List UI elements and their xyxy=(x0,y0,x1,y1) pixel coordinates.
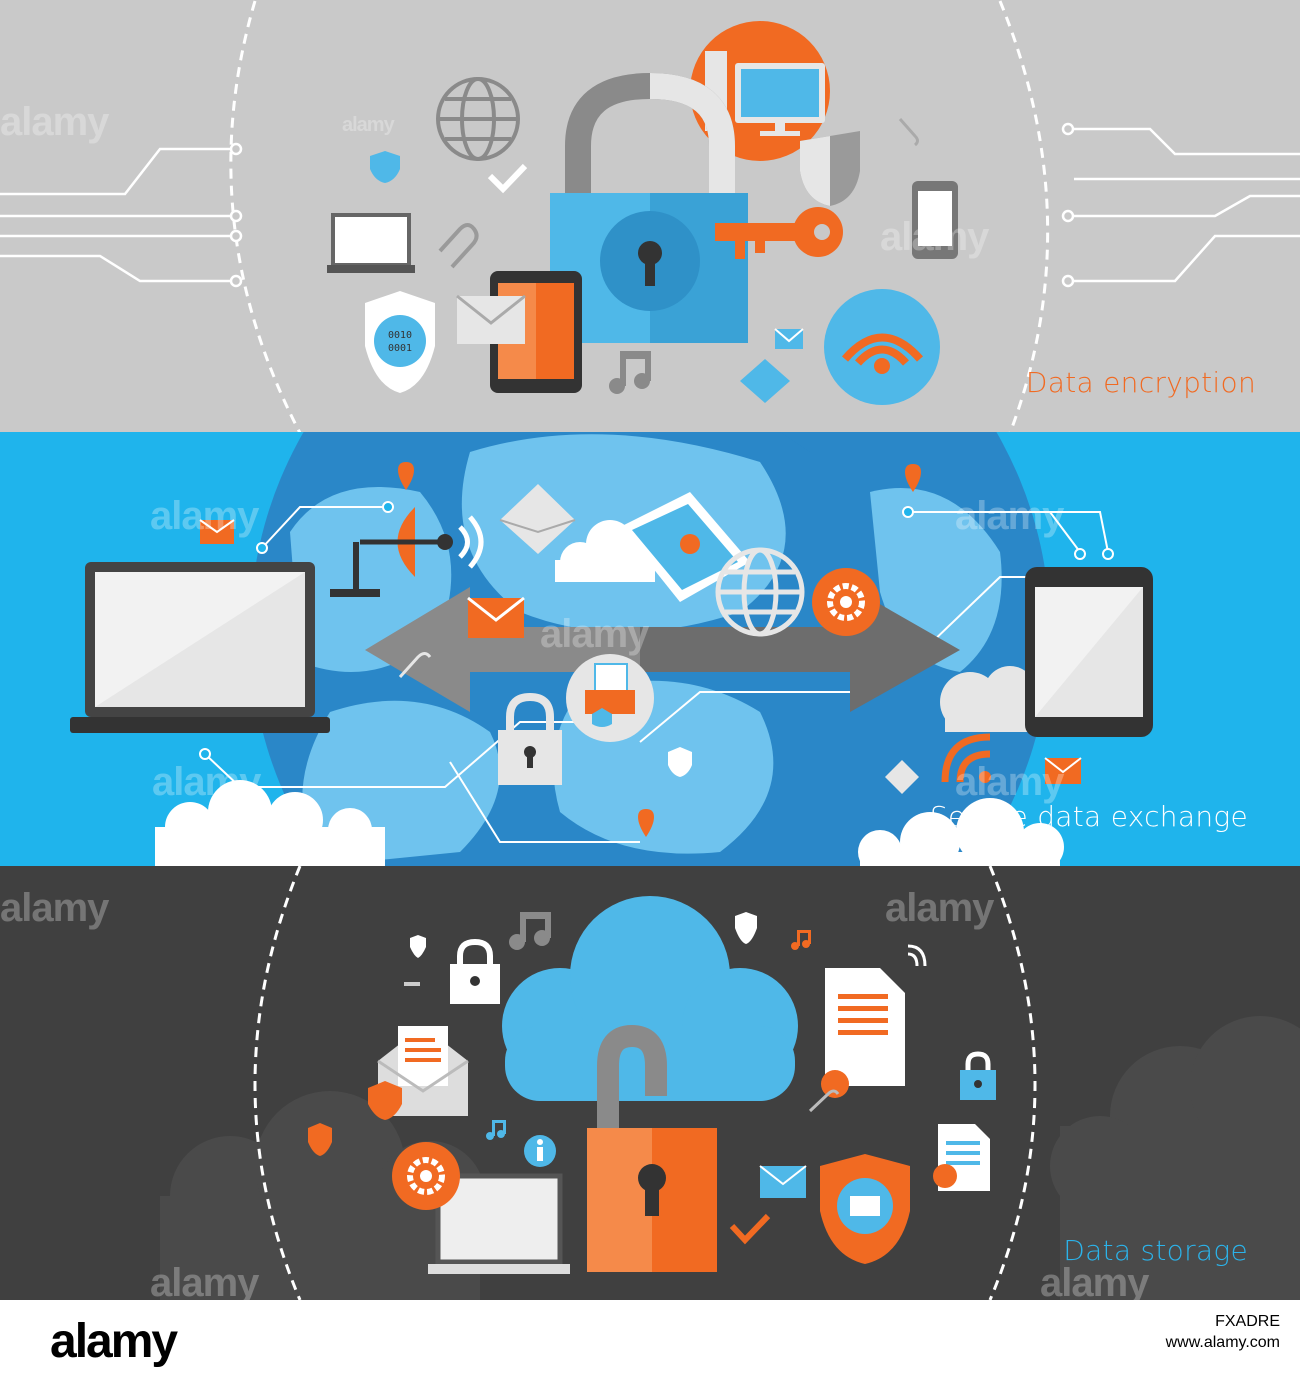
watermark: alamy xyxy=(0,100,109,144)
key-icon xyxy=(715,207,843,259)
gear-icon xyxy=(392,1142,460,1210)
shield-icon xyxy=(410,935,426,958)
laptop-icon xyxy=(70,562,330,733)
paperclip-icon xyxy=(398,652,432,679)
shield-icon xyxy=(668,747,692,777)
watermark: alamy xyxy=(880,215,989,259)
secure-data-exchange-banner: alamy alamy alamy alamy alamy Secure dat… xyxy=(0,432,1300,866)
data-encryption-illustration: 0010 0001 xyxy=(0,0,1300,432)
location-pin-icon xyxy=(905,464,921,492)
cloud-icon xyxy=(858,798,1064,866)
padlock-icon xyxy=(587,1024,717,1272)
cloud-icon xyxy=(502,896,798,1101)
envelope-icon xyxy=(456,294,526,344)
banner-title-data-storage: Data storage xyxy=(1063,1234,1248,1267)
banner-title-secure-data-exchange: Secure data exchange xyxy=(929,800,1248,833)
data-storage-banner: alamy alamy alamy alamy Data storage xyxy=(0,866,1300,1300)
secure-data-exchange-illustration xyxy=(70,432,1153,866)
shield-icon xyxy=(820,1154,910,1264)
watermark: alamy xyxy=(885,886,994,930)
watermark: alamy xyxy=(150,1261,259,1300)
wifi-icon xyxy=(824,289,940,405)
watermark: alamy xyxy=(342,114,395,136)
data-encryption-banner: 0010 0001 xyxy=(0,0,1300,432)
gear-icon xyxy=(812,568,880,636)
laptop-icon xyxy=(428,1173,570,1274)
data-storage-illustration xyxy=(160,866,1300,1300)
wifi-icon xyxy=(907,944,927,967)
music-note-icon xyxy=(791,930,811,950)
svg-text:0001: 0001 xyxy=(388,343,412,354)
globe-icon xyxy=(715,547,805,637)
watermark: alamy xyxy=(150,494,259,538)
footer-logo: alamy xyxy=(50,1315,178,1368)
tablet-icon xyxy=(1025,567,1153,737)
padlock-icon xyxy=(960,1051,996,1100)
dashed-circle-outline xyxy=(253,866,1037,1300)
paperclip-icon xyxy=(808,1089,840,1113)
document-icon xyxy=(821,968,905,1098)
envelope-icon xyxy=(499,484,576,554)
cloud-icon xyxy=(940,666,1036,732)
image-id: FXADRE xyxy=(1215,1313,1280,1330)
padlock-icon xyxy=(450,938,500,1004)
svg-text:0010: 0010 xyxy=(388,330,412,341)
envelope-icon xyxy=(199,519,235,544)
circuit-lines-right xyxy=(1061,122,1300,288)
exchange-arrow xyxy=(365,587,960,712)
watermark: alamy xyxy=(152,760,261,804)
satellite-dish-icon xyxy=(330,507,484,597)
shield-icon: 0010 0001 xyxy=(365,291,435,393)
envelope-icon xyxy=(759,1165,807,1198)
banner-title-data-encryption: Data encryption xyxy=(1025,366,1256,399)
shield-icon xyxy=(735,912,757,944)
envelope-icon xyxy=(368,1026,469,1120)
location-pin-icon xyxy=(398,462,414,490)
shield-icon xyxy=(370,151,400,183)
info-icon xyxy=(524,1135,556,1167)
location-pin-icon xyxy=(638,809,654,837)
envelope-icon xyxy=(467,596,525,638)
document-icon xyxy=(933,1124,990,1191)
watermark: alamy xyxy=(1040,1261,1149,1300)
paperclip-icon xyxy=(438,223,479,269)
watermark: alamy xyxy=(955,760,1064,804)
watermark: alamy xyxy=(0,886,109,930)
music-note-icon xyxy=(509,912,551,950)
smartphone-icon xyxy=(912,181,958,259)
laptop-icon xyxy=(327,213,415,273)
dashed-circle-outline xyxy=(229,0,1050,432)
checkmark-icon xyxy=(729,1213,771,1245)
footer: alamy FXADRE www.alamy.com xyxy=(0,1300,1300,1390)
envelope-icon xyxy=(885,760,919,794)
cloud-icon xyxy=(155,780,385,866)
footer-url[interactable]: www.alamy.com xyxy=(1165,1334,1280,1351)
envelope-icon xyxy=(1044,757,1082,784)
photo-icon xyxy=(620,492,750,602)
printer-icon xyxy=(566,654,654,742)
circuit-lines-left xyxy=(0,142,243,288)
music-note-icon xyxy=(486,1120,506,1140)
envelope-icon xyxy=(740,359,790,403)
shield-icon xyxy=(308,1123,332,1156)
padlock-icon xyxy=(550,72,748,343)
wifi-icon xyxy=(941,733,991,783)
music-note-icon xyxy=(609,351,651,394)
shield-icon xyxy=(800,131,860,206)
padlock-icon xyxy=(498,692,562,785)
watermark: alamy xyxy=(955,494,1064,538)
paperclip-icon xyxy=(898,118,919,147)
checkmark-icon xyxy=(487,163,528,194)
envelope-icon xyxy=(774,328,804,349)
globe-icon xyxy=(436,77,520,161)
background-clouds xyxy=(160,1016,1300,1300)
watermark: alamy xyxy=(540,612,649,656)
